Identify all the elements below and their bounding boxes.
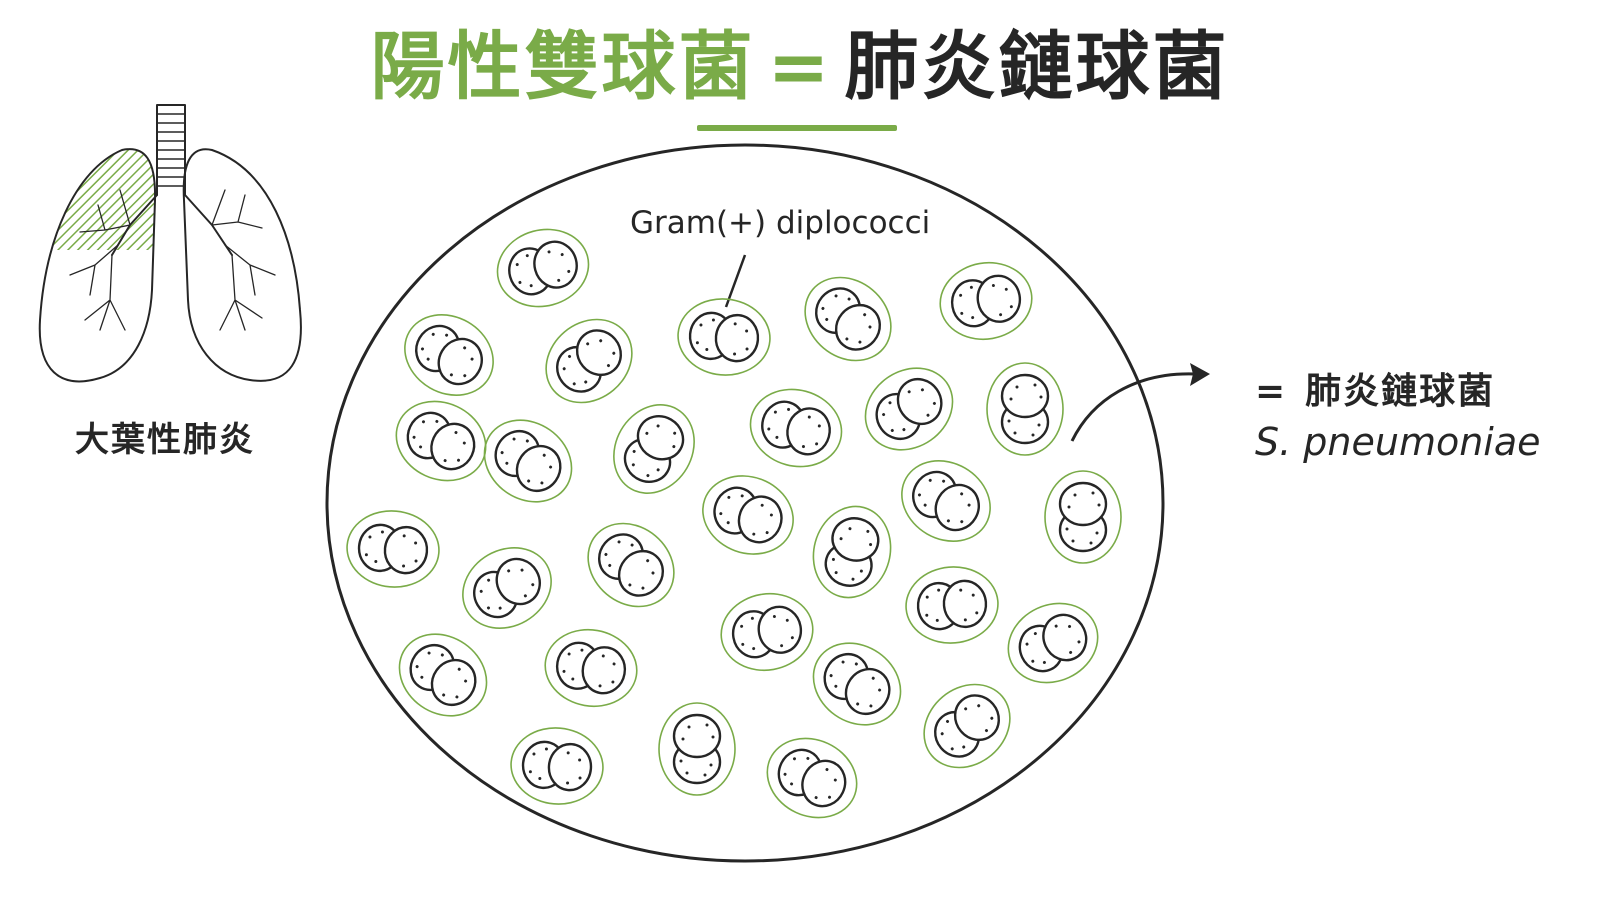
- diplococcus-icon: [901, 460, 991, 542]
- arrowhead-icon: [1190, 363, 1210, 386]
- diplococcus-icon: [496, 228, 590, 308]
- title-underline: [697, 125, 897, 131]
- diplococcus-icon: [720, 592, 814, 672]
- diplococcus-icon: [812, 505, 892, 599]
- result-equals: =: [1255, 371, 1288, 412]
- lungs-icon: [38, 104, 302, 383]
- diplococcus-icon: [1007, 602, 1099, 684]
- diplococcus-icon: [346, 510, 440, 588]
- diplococcus-icon: [462, 547, 552, 629]
- diplococcus-icon: [864, 367, 954, 451]
- gram-label: Gram(+) diplococci: [630, 205, 931, 241]
- diplococcus-icon: [398, 633, 488, 717]
- diplococcus-icon: [658, 702, 736, 796]
- diplococcus-icon: [544, 628, 638, 708]
- lung-caption: 大葉性肺炎: [75, 420, 255, 460]
- diplococcus-icon: [766, 737, 858, 819]
- diplococcus-icon: [923, 683, 1011, 769]
- result-chinese: = 肺炎鏈球菌: [1255, 362, 1575, 414]
- diplococcus-icon: [613, 404, 695, 494]
- diplococcus-icon: [395, 400, 487, 482]
- diplococcus-icon: [939, 261, 1033, 341]
- left-lung: [38, 148, 157, 383]
- result-chinese-name: 肺炎鏈球菌: [1305, 371, 1496, 412]
- title-dark-part: 肺炎鏈球菌: [844, 24, 1230, 110]
- diplococcus-icon: [1044, 470, 1122, 564]
- diplococcus-icon: [510, 727, 604, 805]
- diplococcus-icon: [545, 318, 633, 404]
- bronchioles: [69, 189, 276, 331]
- diplococcus-icon: [677, 298, 771, 376]
- consolidation-region: [40, 149, 156, 250]
- microscope-field: [325, 143, 1165, 863]
- page-title: 陽性雙球菌=肺炎鏈球菌: [0, 22, 1600, 112]
- right-lung: [182, 148, 302, 382]
- label-pointer: [724, 254, 747, 308]
- diplococci-group: [346, 228, 1122, 819]
- title-equals: =: [767, 24, 833, 110]
- diplococcus-icon: [812, 642, 902, 726]
- diplococcus-icon: [905, 566, 999, 644]
- diplococcus-icon: [986, 362, 1064, 456]
- diplococcus-icon: [749, 388, 843, 468]
- diplococcus-icon: [483, 419, 573, 503]
- result-arrow: [1070, 372, 1196, 442]
- diplococcus-icon: [702, 475, 794, 555]
- diplococcus-icon: [587, 522, 675, 608]
- diplococcus-icon: [404, 314, 494, 396]
- diplococcus-icon: [804, 276, 892, 362]
- result-latin-name: S. pneumoniae: [1255, 420, 1541, 464]
- title-green-part: 陽性雙球菌: [370, 24, 756, 110]
